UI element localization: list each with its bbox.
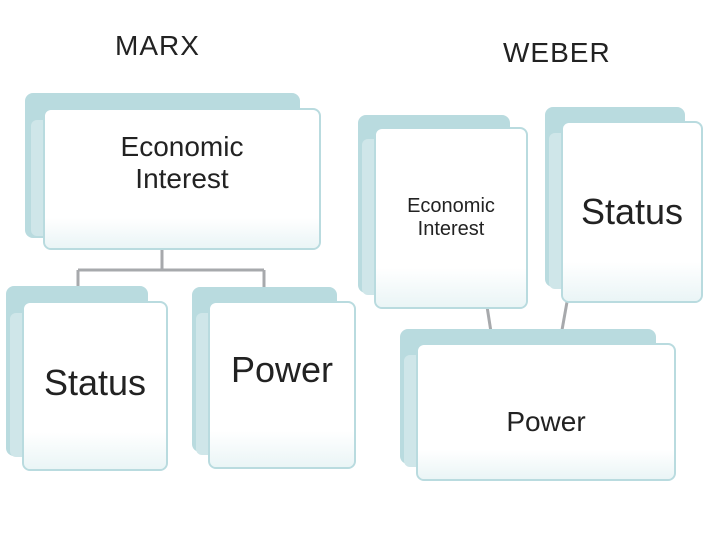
marx-economic-interest-node: Economic Interest (25, 93, 321, 253)
marx-status-node: Status (6, 286, 168, 473)
marx-heading: MARX (115, 30, 200, 61)
marx-status-label: Status (43, 362, 147, 404)
weber-economic-interest-node: Economic Interest (358, 115, 530, 310)
weber-power-label: Power (506, 405, 586, 437)
weber-status-node: Status (545, 107, 703, 303)
weber-economic-interest-label: Economic Interest (407, 195, 495, 240)
weber-status-label: Status (580, 191, 684, 233)
marx-economic-interest-label: Economic Interest (120, 130, 244, 194)
marx-power-node: Power (192, 287, 356, 471)
marx-power-label: Power (230, 349, 334, 391)
weber-heading: WEBER (503, 37, 611, 68)
weber-connector-status-power (560, 301, 569, 331)
weber-power-node: Power (400, 329, 676, 482)
